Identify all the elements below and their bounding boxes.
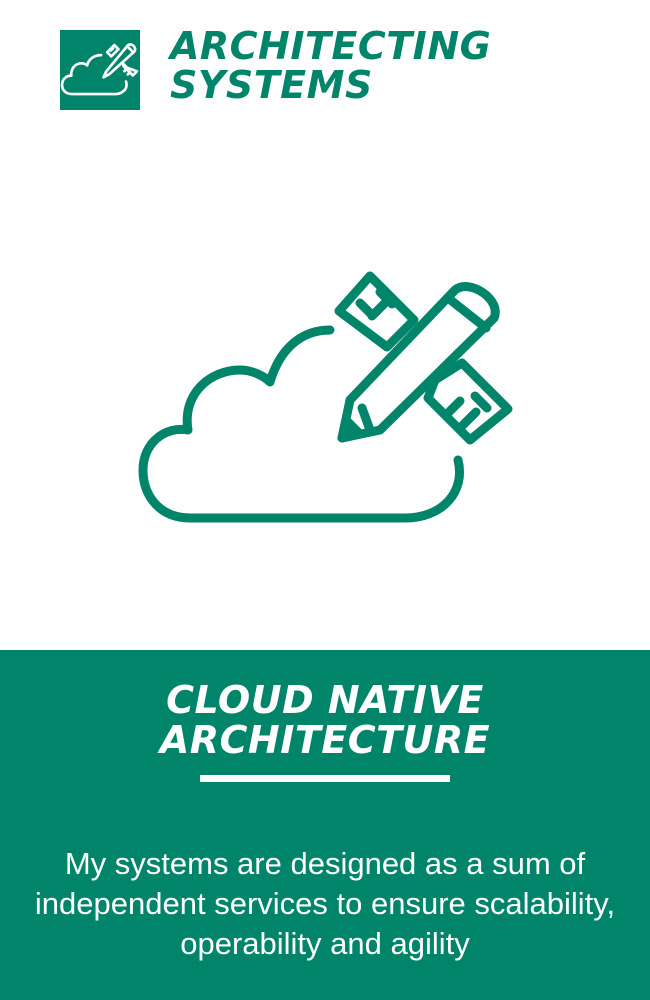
header: ARCHITECTING SYSTEMS [0, 0, 650, 130]
cloud-pencil-ruler-icon [138, 271, 513, 523]
panel-description: My systems are designed as a sum of inde… [34, 846, 616, 961]
title-divider [200, 775, 450, 782]
hero-illustration [130, 270, 520, 535]
brand-title-line2: SYSTEMS [170, 63, 373, 107]
brand-title-line1: ARCHITECTING [170, 24, 492, 68]
panel-title-line2: ARCHITECTURE [159, 718, 491, 762]
brand-title: ARCHITECTING SYSTEMS [170, 27, 630, 105]
cloud-pencil-ruler-icon [60, 43, 139, 96]
feature-panel: CLOUD NATIVE ARCHITECTURE My systems are… [0, 650, 650, 1000]
logo [60, 30, 140, 110]
panel-title-line1: CLOUD NATIVE [166, 678, 484, 722]
panel-title: CLOUD NATIVE ARCHITECTURE [0, 680, 650, 760]
